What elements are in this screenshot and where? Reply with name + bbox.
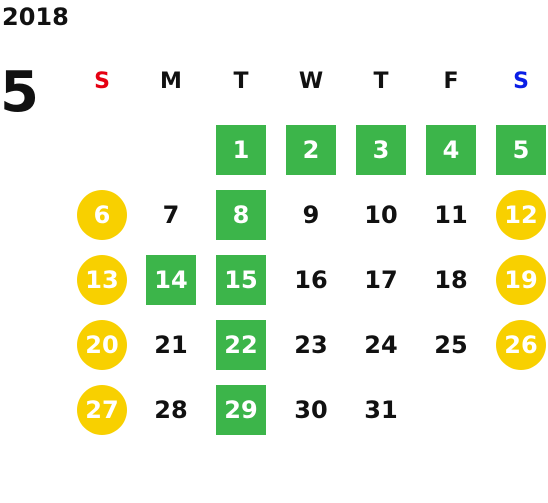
day-cell[interactable]: 5 — [496, 125, 546, 175]
day-cell[interactable]: 27 — [77, 385, 127, 435]
day-cell[interactable]: 7 — [162, 201, 180, 229]
week-row: 20 21 22 23 24 25 26 — [67, 320, 548, 370]
weekday-label: S — [94, 68, 110, 94]
day-cell[interactable]: 2 — [286, 125, 336, 175]
day-cell[interactable]: 31 — [364, 396, 398, 424]
weekday-label: M — [160, 68, 182, 94]
day-cell[interactable]: 17 — [364, 266, 398, 294]
weekday-label: T — [373, 68, 389, 94]
day-cell[interactable]: 3 — [356, 125, 406, 175]
calendar-month: 5 — [0, 60, 39, 125]
day-cell[interactable]: 22 — [216, 320, 266, 370]
week-row: 13 14 15 16 17 18 19 — [67, 255, 548, 305]
weekday-label: W — [298, 68, 324, 94]
day-cell[interactable]: 13 — [77, 255, 127, 305]
calendar-year: 2018 — [2, 3, 69, 31]
day-cell[interactable]: 10 — [364, 201, 398, 229]
day-cell[interactable]: 14 — [146, 255, 196, 305]
day-cell[interactable]: 1 — [216, 125, 266, 175]
day-cell[interactable]: 30 — [294, 396, 328, 424]
day-cell[interactable]: 26 — [496, 320, 546, 370]
day-cell[interactable]: 28 — [154, 396, 188, 424]
day-cell[interactable]: 9 — [302, 201, 320, 229]
day-cell[interactable]: 11 — [434, 201, 468, 229]
weekday-label: S — [513, 68, 529, 94]
weekday-label: F — [443, 68, 459, 94]
day-cell[interactable]: 18 — [434, 266, 468, 294]
day-cell[interactable]: 6 — [77, 190, 127, 240]
day-cell[interactable]: 23 — [294, 331, 328, 359]
weekday-label: T — [233, 68, 249, 94]
week-row: 27 28 29 30 31 — [67, 385, 548, 435]
day-cell[interactable]: 16 — [294, 266, 328, 294]
day-cell[interactable]: 24 — [364, 331, 398, 359]
day-cell[interactable]: 20 — [77, 320, 127, 370]
day-cell[interactable]: 21 — [154, 331, 188, 359]
day-cell[interactable]: 19 — [496, 255, 546, 305]
day-cell[interactable]: 29 — [216, 385, 266, 435]
day-cell[interactable]: 15 — [216, 255, 266, 305]
day-cell[interactable]: 8 — [216, 190, 266, 240]
day-cell[interactable]: 12 — [496, 190, 546, 240]
day-cell[interactable]: 25 — [434, 331, 468, 359]
day-cell[interactable]: 4 — [426, 125, 476, 175]
week-row: 6 7 8 9 10 11 12 — [67, 190, 548, 240]
